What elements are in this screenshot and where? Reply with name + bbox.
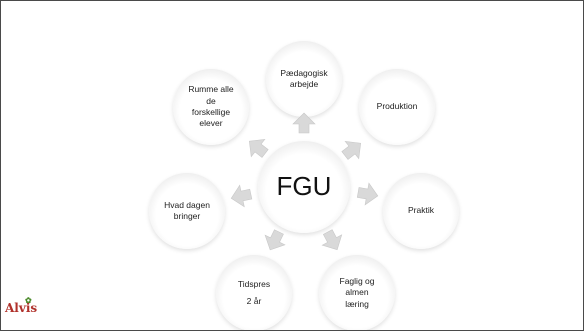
node-label-line: 2 år bbox=[246, 296, 262, 306]
node-label-line: læring bbox=[345, 298, 369, 309]
center-label: FGU bbox=[276, 171, 332, 202]
arrow-icon bbox=[230, 184, 253, 208]
node-label-line: Rumme alle bbox=[188, 84, 234, 95]
node-label-line: Praktik bbox=[408, 205, 434, 216]
node-label-line: bringer bbox=[173, 211, 201, 221]
node-tidspres: Tidspres 2 år bbox=[216, 255, 292, 330]
arrow-up-icon bbox=[292, 112, 316, 134]
logo-text: Alvis bbox=[5, 301, 38, 315]
arrow-icon bbox=[341, 140, 362, 160]
alvis-logo: Alvis ✿ bbox=[5, 295, 38, 315]
node-label-line: Hvad dagen bbox=[164, 199, 210, 210]
node-produktion: Produktion bbox=[359, 69, 435, 145]
node-hvad-dagen-bringer: Hvad dagen bringer bbox=[149, 173, 225, 249]
center-node-fgu: FGU bbox=[258, 141, 350, 233]
node-label-line: Pædagogisk bbox=[280, 67, 328, 78]
node-label-line: arbejde bbox=[289, 79, 319, 89]
arrow-icon bbox=[321, 229, 343, 251]
node-label-line: elever bbox=[199, 118, 223, 129]
node-praktik: Praktik bbox=[383, 173, 459, 249]
arrow-icon bbox=[264, 229, 286, 251]
node-label-line: de bbox=[206, 95, 216, 106]
node-label-line: almen bbox=[345, 287, 369, 298]
leaf-icon: ✿ bbox=[25, 295, 32, 305]
node-label-line: Faglig og bbox=[339, 275, 375, 286]
node-label-line: Produktion bbox=[376, 101, 418, 112]
arrow-icon bbox=[248, 138, 269, 158]
node-faglig-og-almen-laering: Faglig og almen læring bbox=[319, 255, 395, 330]
node-label-line: forskellige bbox=[191, 107, 231, 117]
node-rumme-alle-elever: Rumme alle de forskellige elever bbox=[173, 69, 249, 145]
node-label-line: Tidspres bbox=[237, 279, 271, 289]
node-paedagogisk-arbejde: Pædagogisk arbejde bbox=[266, 41, 342, 117]
arrow-icon bbox=[356, 182, 379, 206]
